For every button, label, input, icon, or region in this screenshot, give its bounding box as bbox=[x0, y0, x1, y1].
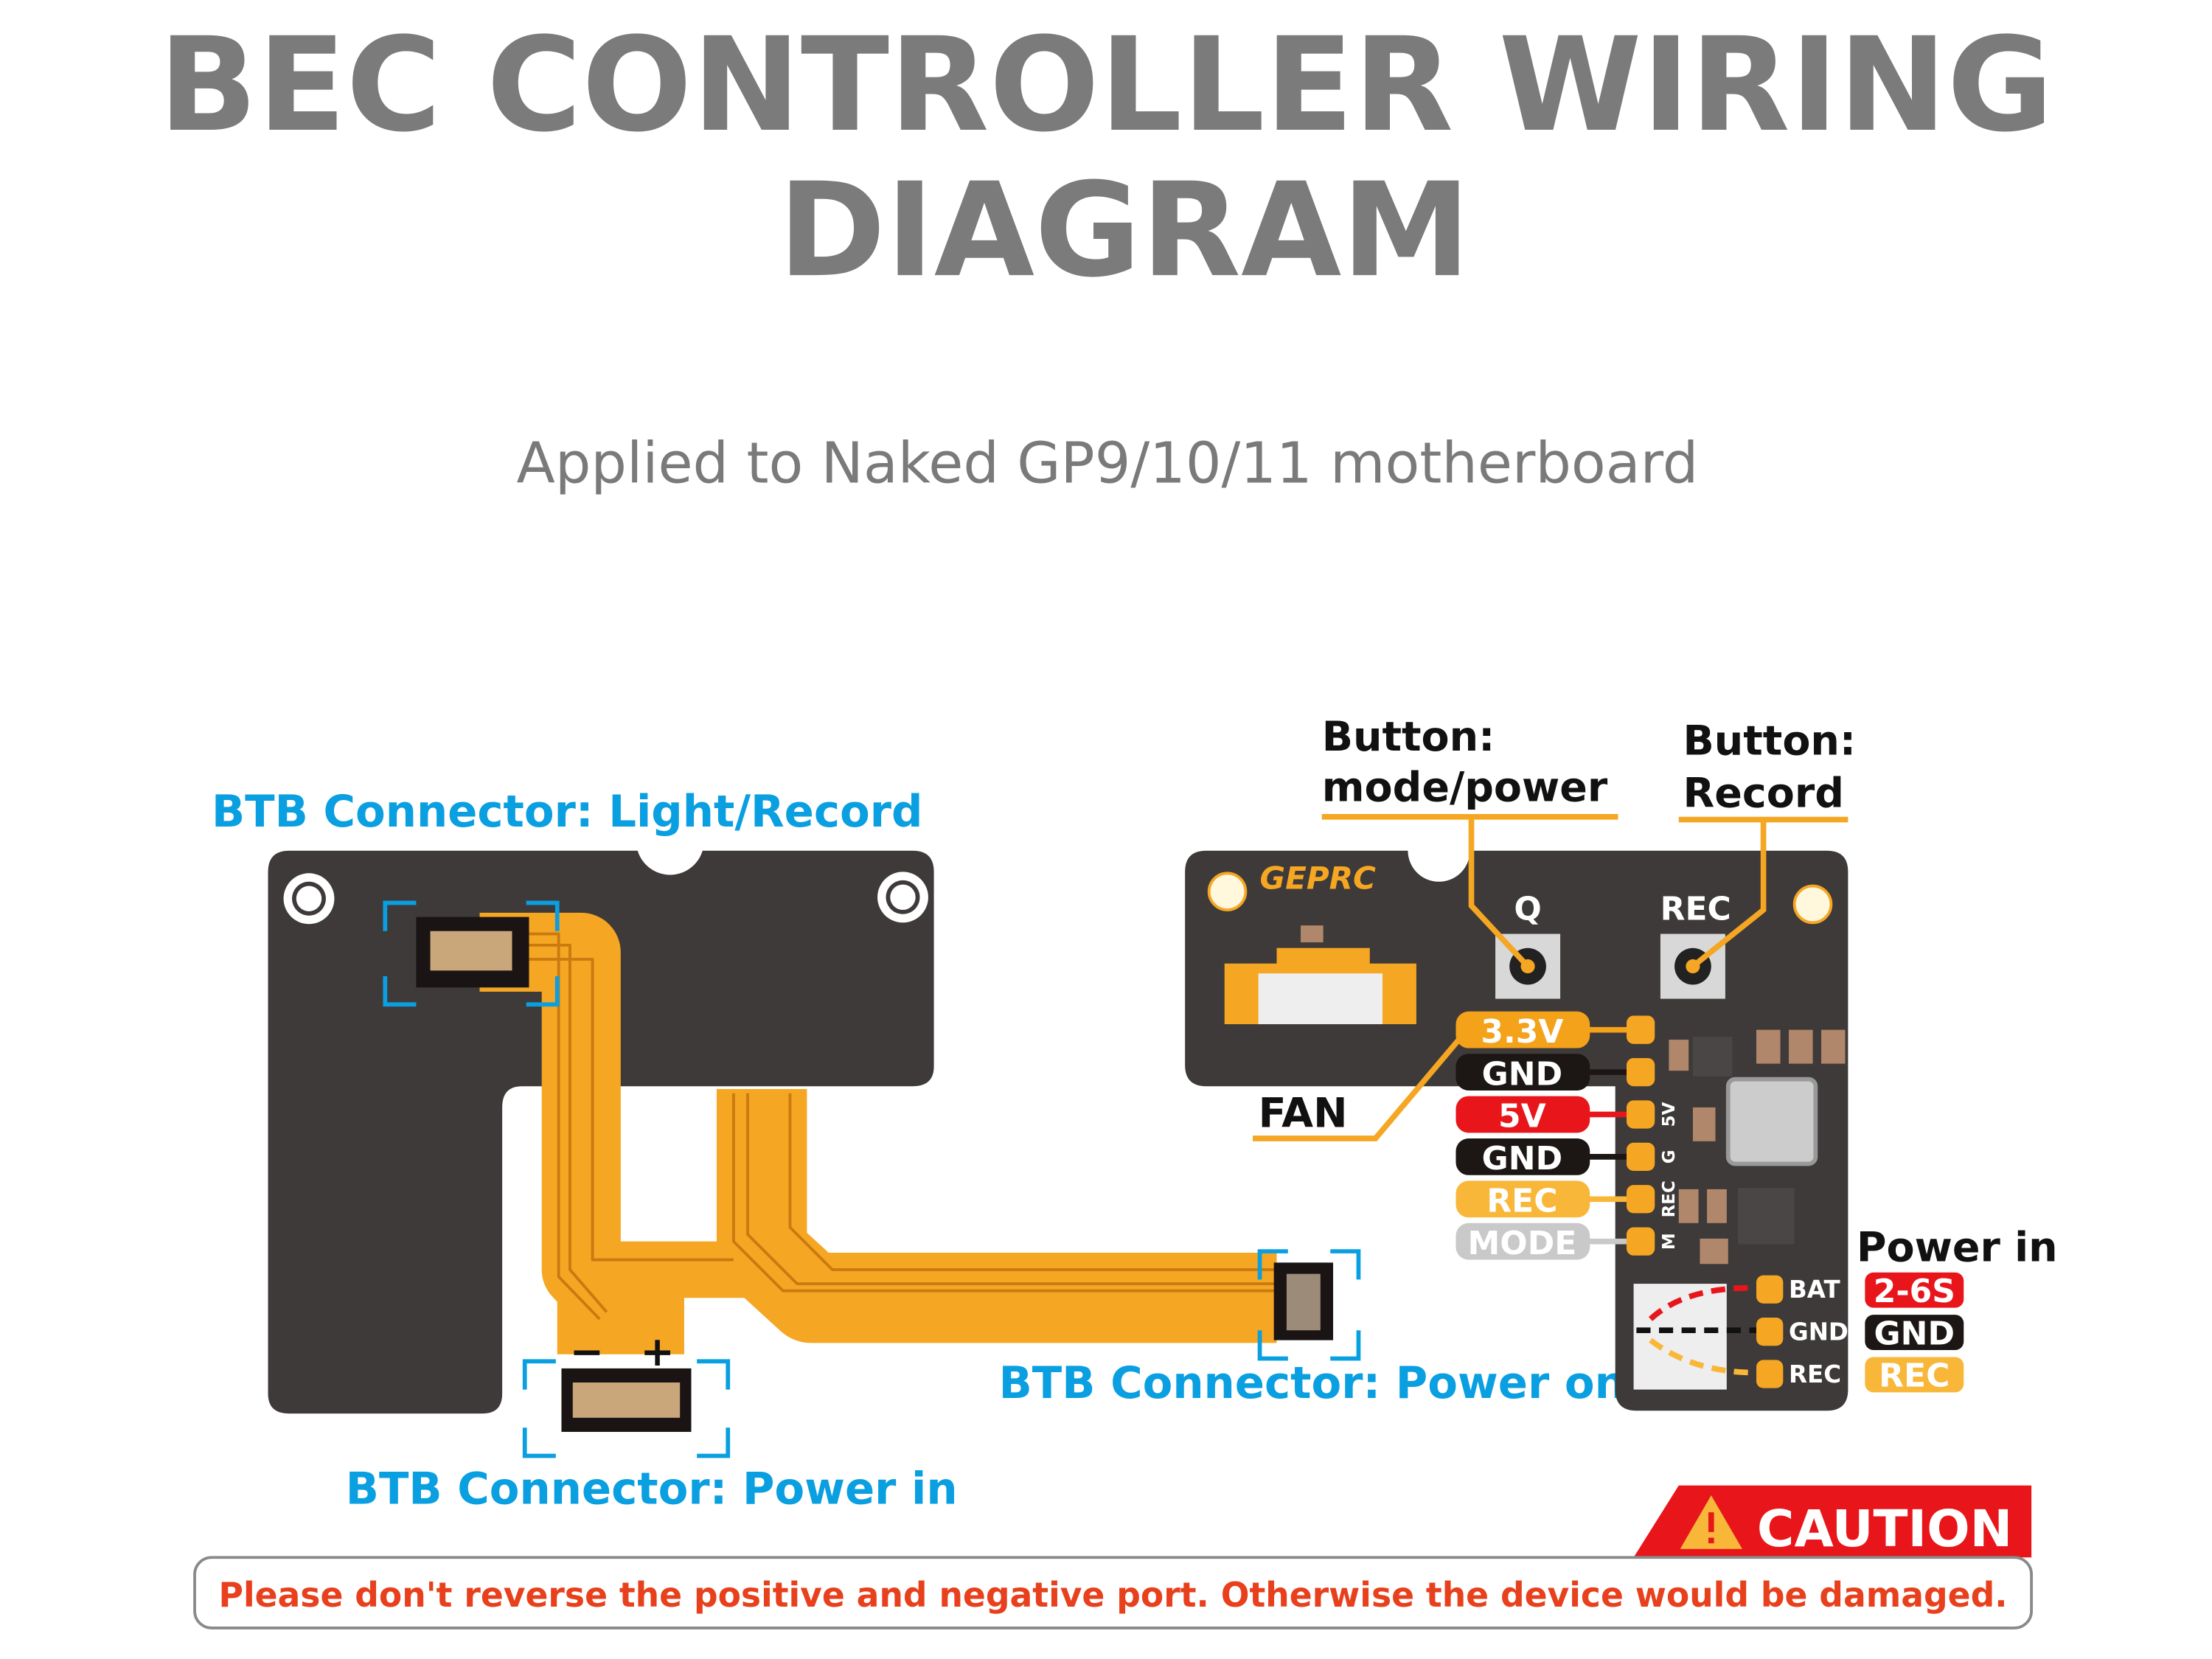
btb-connector-power-in: − + bbox=[522, 1329, 731, 1458]
pin-tag bbox=[1455, 1011, 1590, 1048]
btb-power-in-label: BTB Connector: Power in bbox=[346, 1464, 958, 1514]
title-line-1: BEC CONTROLLER WIRING bbox=[159, 10, 2053, 161]
button-mode-title: Button: bbox=[1322, 714, 1495, 761]
power-silk: BAT bbox=[1789, 1276, 1840, 1304]
power-tag-label: GND bbox=[1874, 1315, 1955, 1352]
power-in-connector bbox=[1633, 1284, 1764, 1390]
plus-label: + bbox=[640, 1329, 674, 1376]
pin-label: GND bbox=[1482, 1140, 1562, 1178]
pin-5: MODE M bbox=[1455, 1222, 1679, 1262]
button-q-label: Q bbox=[1514, 890, 1541, 928]
pin-pad bbox=[1626, 1185, 1655, 1214]
button-mode-callout: Button: mode/power bbox=[1322, 714, 1618, 969]
button-rec-label: REC bbox=[1660, 890, 1731, 928]
power-pin-0: BAT 2-6S bbox=[1756, 1272, 1964, 1310]
power-in-title: Power in bbox=[1857, 1224, 2058, 1271]
pin-pad bbox=[1626, 1057, 1655, 1087]
geprc-logo: GEPRC bbox=[1260, 860, 1377, 896]
power-pad bbox=[1756, 1275, 1784, 1304]
power-silk: GND bbox=[1789, 1318, 1848, 1346]
fan-leader-line bbox=[1252, 1028, 1470, 1141]
pin-label: 5V bbox=[1498, 1098, 1546, 1135]
power-silk: REC bbox=[1789, 1360, 1841, 1388]
power-pin-list: BAT 2-6S GND GND REC REC bbox=[1756, 1272, 1964, 1395]
left-board bbox=[268, 850, 934, 1414]
pin-3: GND G bbox=[1455, 1138, 1679, 1178]
pin-silk: G bbox=[1660, 1150, 1679, 1164]
pin-pad bbox=[1626, 1100, 1655, 1129]
power-pad bbox=[1756, 1317, 1784, 1346]
button-record-callout: Button: Record bbox=[1678, 718, 1857, 969]
pin-label: REC bbox=[1486, 1182, 1557, 1220]
minus-label: − bbox=[570, 1329, 604, 1376]
pin-2: 5V 5V bbox=[1455, 1096, 1679, 1135]
pin-label: MODE bbox=[1468, 1225, 1577, 1262]
caution-label: CAUTION bbox=[1757, 1500, 2012, 1559]
pin-tag bbox=[1455, 1096, 1590, 1133]
pin-1: GND bbox=[1455, 1054, 1655, 1093]
caution-banner: CAUTION bbox=[1633, 1485, 2032, 1559]
pin-pad bbox=[1626, 1015, 1655, 1044]
subtitle: Applied to Naked GP9/10/11 motherboard bbox=[516, 431, 1698, 496]
button-mode-label: mode/power bbox=[1322, 765, 1608, 812]
pin-4: REC REC bbox=[1455, 1180, 1679, 1220]
btb-light-record-label: BTB Connector: Light/Record bbox=[212, 786, 922, 837]
pin-tag bbox=[1455, 1180, 1590, 1218]
btb-power-on-label: BTB Connector: Power on bbox=[999, 1357, 1626, 1408]
pin-silk: M bbox=[1660, 1233, 1679, 1250]
pin-silk: REC bbox=[1660, 1180, 1679, 1217]
btb-connector-light-record bbox=[383, 900, 560, 1007]
btb-connector-power-on bbox=[1257, 1249, 1361, 1361]
fan-label: FAN bbox=[1259, 1091, 1348, 1138]
power-tag bbox=[1865, 1357, 1964, 1393]
pin-tag bbox=[1455, 1222, 1590, 1260]
pin-pad bbox=[1626, 1142, 1655, 1172]
fan-connector bbox=[1224, 925, 1416, 1025]
power-tag-label: 2-6S bbox=[1874, 1273, 1955, 1310]
caution-message: Please don't reverse the positive and ne… bbox=[219, 1575, 2008, 1615]
power-pin-2: REC REC bbox=[1756, 1357, 1964, 1395]
power-tag-label: REC bbox=[1879, 1357, 1950, 1395]
button-rec-text: Record bbox=[1683, 770, 1844, 817]
power-pad bbox=[1756, 1360, 1784, 1388]
power-tag bbox=[1865, 1272, 1964, 1308]
pin-pad bbox=[1626, 1227, 1655, 1256]
pin-label: 3.3V bbox=[1481, 1013, 1563, 1051]
components bbox=[1669, 1029, 1846, 1265]
power-pin-1: GND GND bbox=[1756, 1315, 1964, 1352]
pin-list: 3.3V GND 5V 5V GND G REC REC MODE M bbox=[1455, 1011, 1679, 1262]
power-tag bbox=[1865, 1315, 1964, 1350]
button-rec-title: Button: bbox=[1683, 718, 1857, 765]
pin-0: 3.3V bbox=[1455, 1011, 1655, 1051]
flex-cable bbox=[479, 912, 1277, 1354]
pin-silk: 5V bbox=[1660, 1102, 1679, 1127]
pin-tag bbox=[1455, 1054, 1590, 1091]
right-board: GEPRC Q REC bbox=[1185, 850, 1848, 1411]
pin-tag bbox=[1455, 1138, 1590, 1175]
pin-label: GND bbox=[1482, 1055, 1562, 1093]
title-line-2: DIAGRAM bbox=[778, 155, 1470, 306]
caution-box bbox=[193, 1556, 2034, 1630]
